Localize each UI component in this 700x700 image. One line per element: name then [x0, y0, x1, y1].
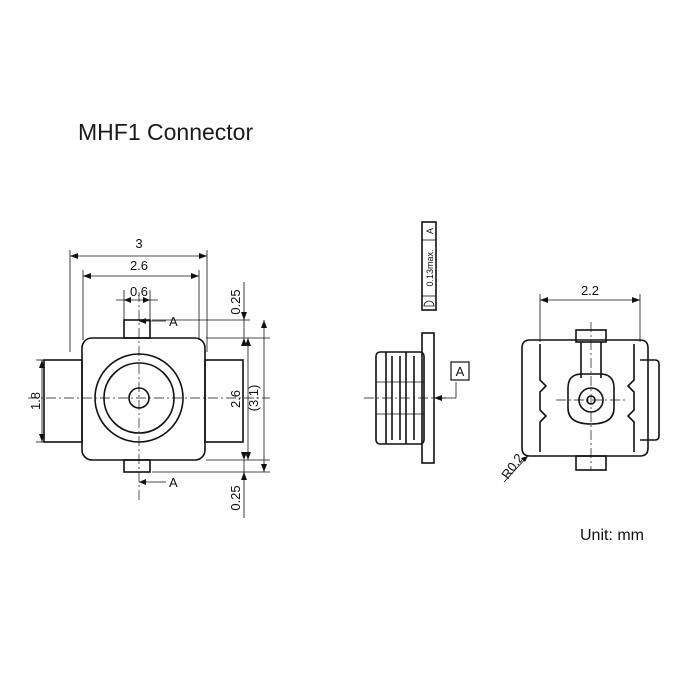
dim-width-inner: 2.6 — [130, 258, 148, 273]
unit-label: Unit: mm — [580, 527, 644, 544]
center-socket — [567, 373, 615, 425]
side-view: 0.13max. A A — [364, 221, 470, 464]
dim-bottom-tab: 0.25 — [228, 485, 243, 510]
right-wing — [640, 359, 660, 441]
top-view: 2.2 R0.2 — [498, 283, 660, 483]
section-label-top: A — [169, 314, 178, 329]
dim-top-width: 2.2 — [581, 283, 599, 298]
dim-tab-width: 0.6 — [130, 284, 148, 299]
flatness-icon — [423, 300, 435, 307]
page-title: MHF1 Connector — [78, 119, 253, 145]
dim-width-outer: 3 — [135, 236, 142, 251]
left-flange — [43, 359, 83, 443]
dim-height: 2.6 — [228, 390, 243, 408]
section-label-bottom: A — [169, 475, 178, 490]
top-body — [521, 339, 649, 457]
flatness-datum-ref: A — [425, 228, 435, 234]
flatness-value: 0.13max. — [425, 249, 435, 286]
dim-radius: R0.2 — [498, 451, 526, 482]
dim-side-height: 1.8 — [28, 392, 43, 410]
right-notch — [626, 344, 635, 452]
datum-label: A — [456, 364, 465, 379]
front-view: 3 2.6 0.6 A A 1.8 — [28, 236, 270, 518]
left-notch — [539, 344, 548, 452]
flatness-frame — [421, 221, 437, 311]
datum-box — [450, 361, 470, 381]
top-tab — [123, 319, 151, 339]
dim-top-tab: 0.25 — [228, 289, 243, 314]
bottom-tab — [123, 459, 151, 473]
dim-height-ref: (3.1) — [246, 385, 261, 412]
